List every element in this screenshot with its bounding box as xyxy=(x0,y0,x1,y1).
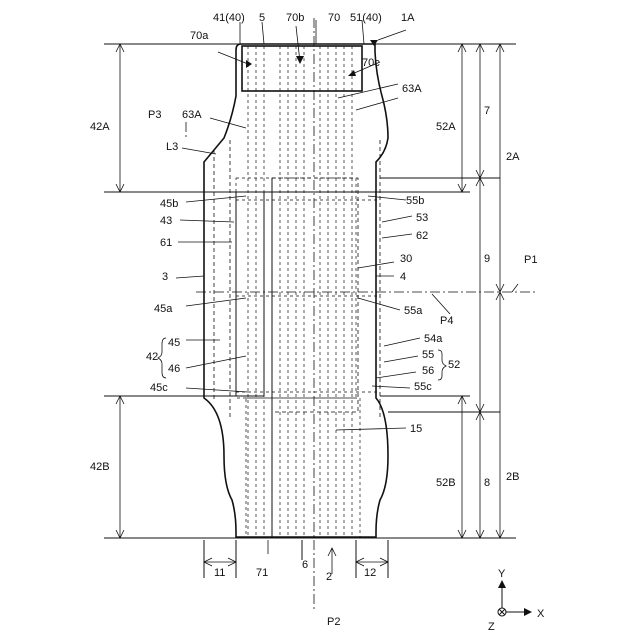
label-45: 45 xyxy=(168,337,180,349)
labels: 41(40) 5 70b 70 51(40) 1A 70a 70c 63A 7 … xyxy=(90,12,545,633)
label-55a: 55a xyxy=(404,305,423,317)
label-45a: 45a xyxy=(154,303,173,315)
label-6: 6 xyxy=(302,559,308,571)
label-52B: 52B xyxy=(436,477,456,489)
brace-52 xyxy=(438,350,446,380)
bottom-dimensions xyxy=(204,540,388,578)
label-63A-right: 63A xyxy=(402,83,422,95)
label-53: 53 xyxy=(416,212,428,224)
label-42A: 42A xyxy=(90,121,110,133)
label-11: 11 xyxy=(214,567,225,579)
brace-42 xyxy=(158,338,166,378)
axis-label-x: X xyxy=(537,608,545,620)
label-52A: 52A xyxy=(436,121,456,133)
label-2: 2 xyxy=(326,571,332,583)
label-15: 15 xyxy=(410,423,422,435)
label-L3: L3 xyxy=(166,141,178,153)
label-62: 62 xyxy=(416,230,428,242)
label-51-40: 51(40) xyxy=(350,12,382,24)
label-7: 7 xyxy=(484,105,490,117)
label-P4: P4 xyxy=(440,315,453,327)
label-55c: 55c xyxy=(414,381,432,393)
label-70b: 70b xyxy=(286,12,304,24)
label-5: 5 xyxy=(259,12,265,24)
label-2B: 2B xyxy=(506,471,519,483)
label-45c: 45c xyxy=(150,382,168,394)
leader-lines xyxy=(176,20,518,430)
label-54a: 54a xyxy=(424,333,443,345)
label-70: 70 xyxy=(328,12,340,24)
dimension-arrows xyxy=(116,44,504,538)
label-2A: 2A xyxy=(506,151,520,163)
label-42B: 42B xyxy=(90,461,110,473)
label-52: 52 xyxy=(448,359,460,371)
label-61: 61 xyxy=(160,237,172,249)
arrowhead-70b xyxy=(296,56,304,64)
label-4: 4 xyxy=(400,271,406,283)
label-56: 56 xyxy=(422,365,434,377)
label-63A-left: 63A xyxy=(182,109,202,121)
arrowhead-1A xyxy=(370,40,378,46)
label-12: 12 xyxy=(364,567,376,579)
absorber-core-rect xyxy=(272,178,358,412)
label-41-40: 41(40) xyxy=(213,12,245,24)
axis-icon xyxy=(498,580,532,616)
label-42: 42 xyxy=(146,351,158,363)
label-46: 46 xyxy=(168,363,180,375)
absorber-lower-rect xyxy=(246,398,360,538)
label-3: 3 xyxy=(162,271,168,283)
label-1A: 1A xyxy=(401,12,415,24)
label-55: 55 xyxy=(422,349,434,361)
label-55b: 55b xyxy=(406,195,424,207)
axis-label-y: Y xyxy=(498,568,506,580)
label-30: 30 xyxy=(400,253,412,265)
label-P3: P3 xyxy=(148,109,161,121)
label-71: 71 xyxy=(256,567,268,579)
label-P1: P1 xyxy=(524,254,537,266)
axis-label-z: Z xyxy=(488,621,495,633)
label-P2: P2 xyxy=(327,616,340,628)
inner-rect-45 xyxy=(236,192,264,396)
label-43: 43 xyxy=(160,215,172,227)
label-70a: 70a xyxy=(190,30,209,42)
label-70c: 70c xyxy=(362,57,380,69)
label-45b: 45b xyxy=(160,198,178,210)
label-9: 9 xyxy=(484,253,490,265)
arrowhead-70a xyxy=(246,60,252,68)
article-outline xyxy=(204,44,388,537)
label-8: 8 xyxy=(484,477,490,489)
